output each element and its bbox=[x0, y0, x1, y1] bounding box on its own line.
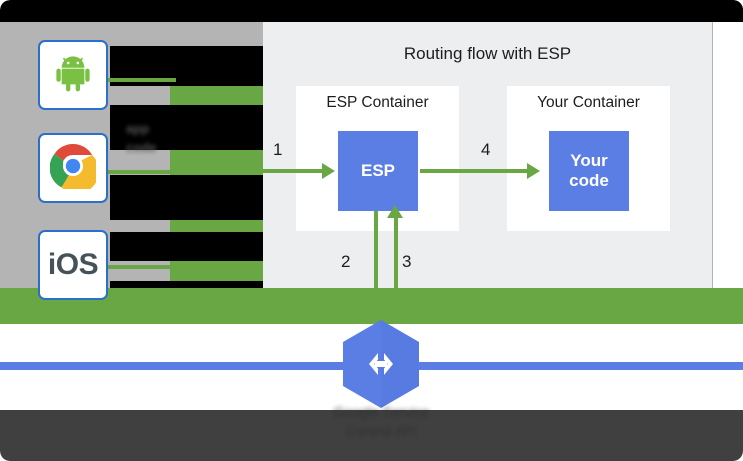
android-client-tile[interactable] bbox=[38, 40, 108, 110]
step-number-1: 1 bbox=[273, 140, 283, 159]
arrow-4-head bbox=[527, 163, 540, 179]
occlusion-block-3 bbox=[110, 175, 263, 220]
ios-client-tile[interactable]: iOS bbox=[38, 230, 108, 300]
esp-container-label: ESP Container bbox=[326, 94, 429, 111]
arrow-1-head bbox=[322, 163, 335, 179]
ios-connector bbox=[108, 265, 176, 269]
occlusion-block-2 bbox=[110, 105, 263, 150]
arrow-3-head bbox=[387, 205, 403, 218]
page-title: Routing flow with ESP bbox=[403, 44, 572, 63]
window-top-bar bbox=[0, 0, 743, 22]
your-code-node[interactable]: Your code bbox=[549, 131, 629, 211]
chrome-connector bbox=[108, 170, 176, 174]
step-number-2: 2 bbox=[341, 252, 351, 271]
background-green-band bbox=[0, 288, 743, 324]
occlusion-block-4 bbox=[110, 232, 263, 261]
arrow-2-line bbox=[374, 211, 378, 324]
arrow-1-line bbox=[263, 169, 325, 173]
chrome-icon bbox=[49, 143, 100, 194]
step-number-3: 3 bbox=[402, 252, 412, 271]
android-icon bbox=[52, 52, 94, 99]
arrow-3-line bbox=[394, 217, 398, 324]
step-number-4: 4 bbox=[481, 140, 491, 159]
chrome-client-tile[interactable] bbox=[38, 133, 108, 203]
ios-icon: iOS bbox=[47, 248, 99, 281]
obscured-app-code-label: app code bbox=[126, 121, 157, 155]
esp-node[interactable]: ESP bbox=[338, 131, 418, 211]
android-connector bbox=[108, 78, 176, 82]
background-dark-band bbox=[0, 410, 743, 461]
arrow-4-line bbox=[420, 169, 530, 173]
service-control-caption: Google Service Control API bbox=[333, 404, 430, 439]
your-container-label: Your Container bbox=[537, 94, 640, 111]
cloud-endpoints-hexagon-icon bbox=[340, 318, 422, 410]
